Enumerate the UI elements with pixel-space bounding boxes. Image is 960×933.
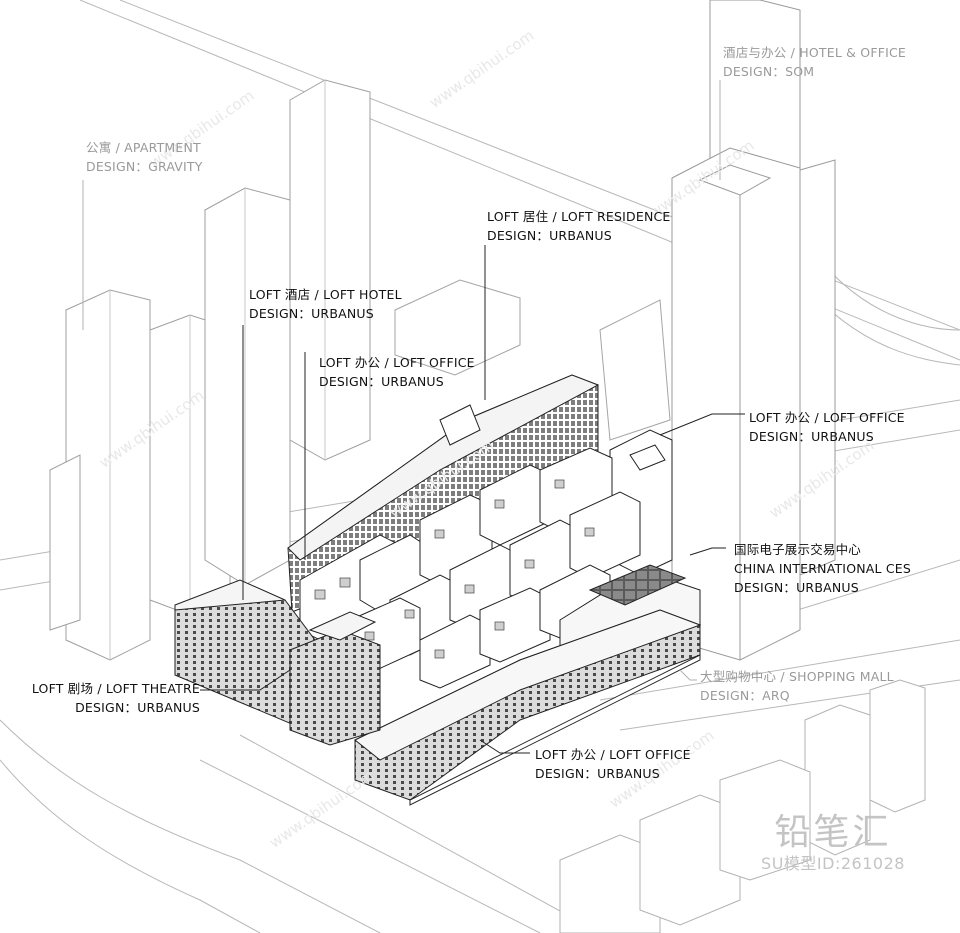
label-hotel-office: 酒店与办公 / HOTEL & OFFICE DESIGN：SOM bbox=[723, 45, 907, 79]
label-loft-office-right: LOFT 办公 / LOFT OFFICE DESIGN：URBANUS bbox=[749, 410, 905, 444]
label-shopping-mall: 大型购物中心 / SHOPPING MALL DESIGN：ARQ bbox=[700, 669, 894, 703]
label-loft-office-bottom: LOFT 办公 / LOFT OFFICE DESIGN：URBANUS bbox=[535, 747, 691, 781]
brand-name: 铅笔汇 bbox=[774, 812, 892, 853]
label-loft-residence: LOFT 居住 / LOFT RESIDENCE DESIGN：URBANUS bbox=[487, 209, 671, 243]
label-loft-theatre: LOFT 剧场 / LOFT THEATRE DESIGN：URBANUS bbox=[31, 681, 200, 715]
loft-cluster bbox=[299, 447, 641, 689]
label-apartment: 公寓 / APARTMENT DESIGN：GRAVITY bbox=[86, 140, 203, 174]
model-id: SU模型ID:261028 bbox=[761, 854, 905, 873]
brand-logo: 铅笔汇 SU模型ID:261028 bbox=[748, 812, 918, 874]
label-china-international-ces: 国际电子展示交易中心 CHINA INTERNATIONAL CES DESIG… bbox=[734, 542, 912, 595]
loft-office-bottom-building bbox=[354, 609, 702, 806]
label-loft-office-top: LOFT 办公 / LOFT OFFICE DESIGN：URBANUS bbox=[319, 355, 475, 389]
label-loft-hotel: LOFT 酒店 / LOFT HOTEL DESIGN：URBANUS bbox=[249, 287, 402, 321]
loft-theatre-building bbox=[174, 579, 381, 746]
